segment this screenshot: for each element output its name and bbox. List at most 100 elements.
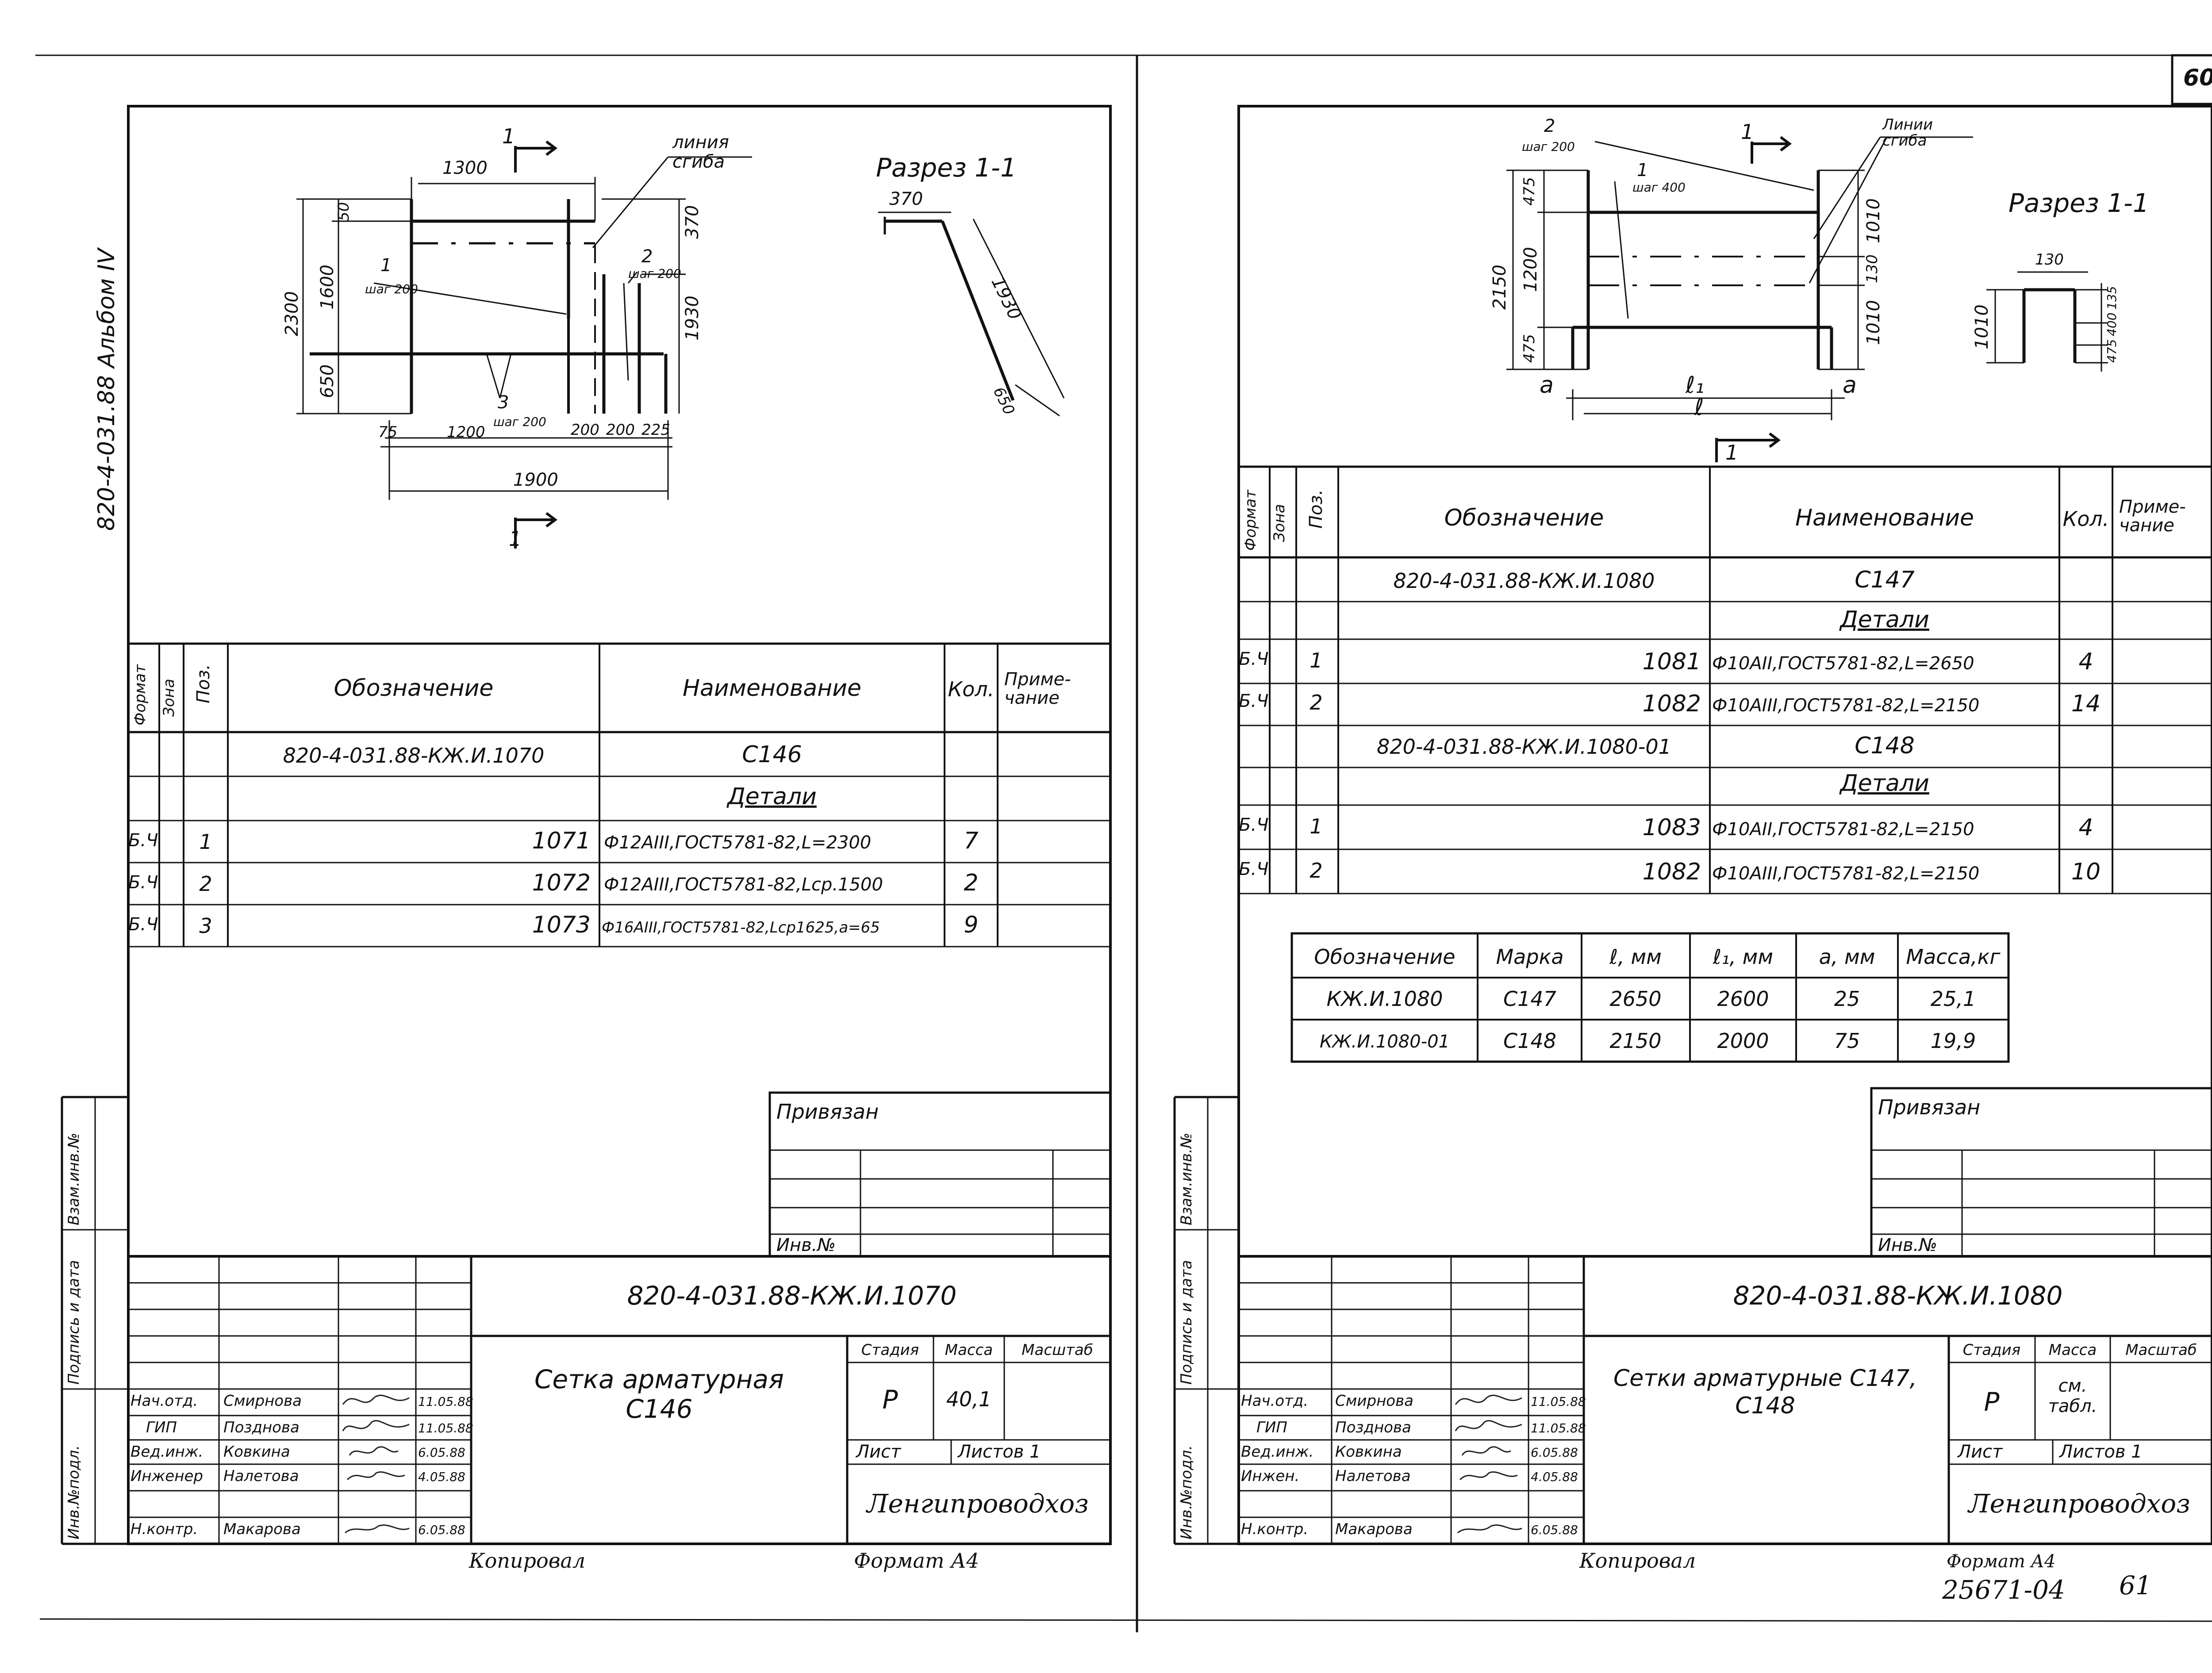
right-callout-pos2: 2 <box>1544 116 1555 136</box>
right-person-2-date: 6.05.88 <box>1531 1445 1578 1460</box>
right-section-mark-top: 1 <box>1741 120 1754 144</box>
right-footer-copied: Копировал <box>1579 1549 1696 1573</box>
variants-row1-col4: 75 <box>1834 1029 1860 1053</box>
right-spec-header-designation: Обозначение <box>1444 505 1604 531</box>
left-dim-1900: 1900 <box>513 470 558 490</box>
right-spec-row7-format: Б.Ч <box>1239 859 1269 879</box>
left-person-3-date: 4.05.88 <box>418 1470 465 1484</box>
variants-row0-col1: С147 <box>1503 987 1556 1011</box>
left-spec-row3-format: Б.Ч <box>128 872 158 893</box>
left-spec-header-name: Наименование <box>682 675 862 702</box>
right-title-stage-header: Стадия <box>1962 1341 2021 1359</box>
right-title-stage: Р <box>1984 1387 2000 1417</box>
right-title-code: 820-4-031.88-КЖ.И.1080 <box>1733 1281 2063 1311</box>
left-spec-row4-designation: 1073 <box>532 912 591 938</box>
left-dim-225: 225 <box>641 421 670 439</box>
right-person-3-name: Налетова <box>1335 1467 1411 1485</box>
right-callout-bend: Линии сгиба <box>1882 116 1933 150</box>
left-footer-copied: Копировал <box>469 1549 586 1573</box>
left-spec-row3-name: Ф12АIII,ГОСТ5781-82,Lср.1500 <box>604 875 883 895</box>
variants-header-2: ℓ, мм <box>1609 945 1662 969</box>
left-person-3-name: Налетова <box>223 1467 299 1485</box>
variants-header-3: ℓ₁, мм <box>1713 945 1774 969</box>
left-person-0-name: Смирнова <box>223 1392 302 1410</box>
left-spec-row4-pos: 3 <box>199 914 212 938</box>
left-dim-75: 75 <box>378 423 398 441</box>
right-binding-title: Привязан <box>1878 1095 1981 1119</box>
left-title-name: Сетка арматурная С146 <box>534 1364 784 1424</box>
right-title-mass: см. табл. <box>2048 1376 2097 1416</box>
right-person-1-role: ГИП <box>1256 1419 1287 1436</box>
right-person-4-role: Н.контр. <box>1241 1520 1309 1538</box>
left-callout-pos2: 2 <box>641 246 653 267</box>
left-spec-row3-qty: 2 <box>964 870 979 896</box>
left-person-1-role: ГИП <box>146 1419 177 1436</box>
right-person-0-role: Нач.отд. <box>1241 1392 1309 1410</box>
right-person-2-name: Ковкина <box>1335 1443 1402 1461</box>
left-spec-row3-designation: 1072 <box>532 870 591 896</box>
left-person-0-role: Нач.отд. <box>131 1392 198 1410</box>
left-callout-pos1-step: шаг 200 <box>365 282 418 296</box>
left-callout-pos2-step: шаг 200 <box>628 266 681 281</box>
left-callout-pos1: 1 <box>380 255 392 276</box>
left-dim-200b: 200 <box>606 421 635 439</box>
right-spec-row7-pos: 2 <box>1310 859 1323 883</box>
right-spec-row6-format: Б.Ч <box>1239 815 1269 835</box>
right-callout-pos2-step: шаг 200 <box>1522 139 1575 154</box>
right-spec-row4-designation: 820-4-031.88-КЖ.И.1080-01 <box>1377 735 1671 759</box>
right-spec-row7-designation: 1082 <box>1642 859 1701 885</box>
left-callout-pos3-step: шаг 200 <box>493 414 546 429</box>
variants-row0-col0: КЖ.И.1080 <box>1326 987 1443 1011</box>
right-section-dim-130: 130 <box>2035 251 2064 269</box>
left-spec-row2-designation: 1071 <box>532 828 591 854</box>
left-callout-pos3: 3 <box>498 392 509 413</box>
left-callout-bend: линия сгиба <box>672 132 729 172</box>
left-title-mass: 40,1 <box>946 1387 992 1411</box>
left-title-stage: Р <box>882 1385 898 1415</box>
right-section-mark-bottom: 1 <box>1725 441 1739 464</box>
right-spec-row2-format: Б.Ч <box>1239 649 1269 669</box>
right-person-3-role: Инжен. <box>1241 1467 1300 1485</box>
left-spec-row4-qty: 9 <box>964 912 979 938</box>
variants-header-0: Обозначение <box>1314 945 1455 969</box>
right-binding-inv: Инв.№ <box>1878 1235 1937 1255</box>
left-section-title: Разрез 1-1 <box>876 153 1017 183</box>
right-spec-row0-name: С147 <box>1855 567 1915 593</box>
left-spec-row4-format: Б.Ч <box>128 914 158 935</box>
left-spec-row2-qty: 7 <box>964 828 979 854</box>
right-footer-page: 61 <box>2119 1570 2152 1600</box>
variants-row0-col4: 25 <box>1834 987 1860 1011</box>
variants-header-4: а, мм <box>1819 945 1875 969</box>
left-person-2-role: Вед.инж. <box>131 1443 204 1461</box>
right-title-sheets-header: Листов 1 <box>2059 1442 2143 1462</box>
left-spec-row2-format: Б.Ч <box>128 830 158 851</box>
right-title-sheet-header: Лист <box>1958 1442 2003 1462</box>
variants-row1-col3: 2000 <box>1717 1029 1769 1053</box>
right-spec-header-qty: Кол. <box>2062 507 2109 531</box>
left-dim-200a: 200 <box>571 421 599 439</box>
right-person-3-date: 4.05.88 <box>1531 1470 1578 1484</box>
right-spec-row3-format: Б.Ч <box>1239 691 1269 711</box>
variants-row0-col2: 2650 <box>1609 987 1662 1011</box>
variants-row1-col5: 19,9 <box>1930 1029 1976 1053</box>
right-person-2-role: Вед.инж. <box>1241 1443 1314 1461</box>
left-person-2-name: Ковкина <box>223 1443 290 1461</box>
left-spec-header-note: Приме-чание <box>1004 669 1071 708</box>
left-section-mark-top: 1 <box>502 124 515 148</box>
left-spec-row0-designation: 820-4-031.88-КЖ.И.1070 <box>283 744 545 767</box>
right-spec-row3-name: Ф10АIII,ГОСТ5781-82,L=2150 <box>1712 695 1980 716</box>
left-binding-inv: Инв.№ <box>776 1235 836 1255</box>
right-footer-format: Формат А4 <box>1947 1551 2056 1572</box>
variants-row1-col1: С148 <box>1503 1029 1556 1053</box>
left-person-3-role: Инженер <box>131 1467 203 1485</box>
left-person-1-name: Позднова <box>223 1419 300 1436</box>
left-spec-row1-name: Детали <box>727 783 817 810</box>
variants-row1-col2: 2150 <box>1609 1029 1662 1053</box>
right-spec-header-note: Приме-чание <box>2119 497 2186 536</box>
left-spec-header-qty: Кол. <box>948 677 995 701</box>
left-title-mass-header: Масса <box>945 1341 993 1359</box>
left-spec-row4-name: Ф16АIII,ГОСТ5781-82,Lср1625,а=65 <box>602 919 880 936</box>
